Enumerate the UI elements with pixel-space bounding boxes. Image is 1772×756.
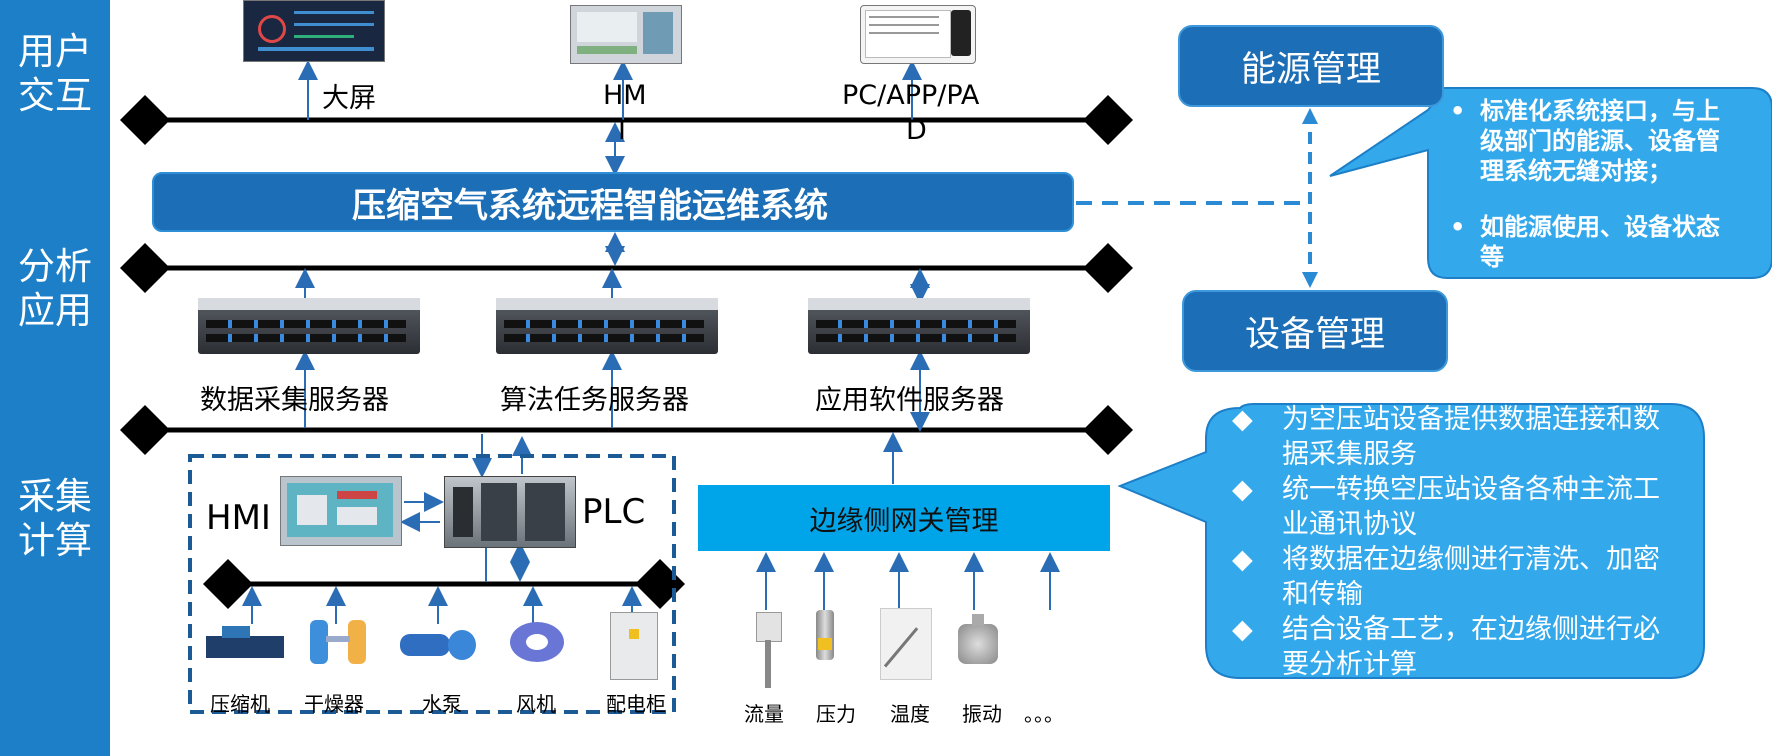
left-layer-band: 用户交互 分析应用 采集计算: [0, 0, 110, 756]
pc-app-pad-label-cont: D: [906, 115, 927, 146]
equipment-label-cabinet: 配电柜: [606, 692, 666, 716]
data-collection-server-image: [198, 298, 420, 354]
layer-label-collection-computing: 采集计算: [18, 475, 92, 562]
bottom-bubble-content: ◆ 为空压站设备提供数据连接和数据采集服务 ◆ 统一转换空压站设备各种主流工业通…: [1232, 402, 1672, 682]
diamond-bullet-icon: ◆: [1232, 404, 1253, 435]
hmi-screen-image: [280, 476, 402, 546]
diamond-bullet-icon: ◆: [1232, 474, 1253, 505]
top-bubble-bullet-text: 标准化系统接口，与上级部门的能源、设备管理系统无缝对接；: [1480, 97, 1720, 185]
plc-label: PLC: [582, 492, 646, 532]
edge-gateway-box: 边缘侧网关管理: [698, 485, 1110, 551]
local-control-frame: [188, 454, 676, 714]
sensor-label-temperature: 温度: [890, 702, 930, 726]
remote-ops-system-title: 压缩空气系统远程智能运维系统: [352, 185, 828, 226]
hmi-top-label-cont: I: [618, 115, 626, 146]
equipment-label-dryer: 干燥器: [304, 692, 364, 716]
device-management-label: 设备管理: [1244, 314, 1385, 355]
big-screen-image: [243, 0, 385, 62]
distribution-cabinet-icon: [610, 612, 658, 680]
remote-ops-system-box: 压缩空气系统远程智能运维系统: [152, 172, 1074, 232]
diamond-bullet-icon: ◆: [1232, 614, 1253, 645]
bottom-bubble-bullet: ◆ 将数据在边缘侧进行清洗、加密和传输: [1232, 542, 1672, 612]
data-collection-server-label: 数据采集服务器: [200, 385, 389, 416]
top-bubble-content: • 标准化系统接口，与上级部门的能源、设备管理系统无缝对接； • 如能源使用、设…: [1450, 96, 1740, 272]
edge-gateway-label: 边缘侧网关管理: [809, 505, 999, 537]
algorithm-task-server-label: 算法任务服务器: [500, 385, 689, 416]
application-software-server-label: 应用软件服务器: [815, 385, 1004, 416]
layer-label-user-interaction: 用户交互: [18, 30, 92, 117]
dryer-icon: [306, 616, 372, 668]
hmi-top-label: HM: [603, 80, 647, 111]
bottom-bubble-bullet-text: 结合设备工艺，在边缘侧进行必要分析计算: [1282, 614, 1660, 680]
hmi-panel-image: [570, 5, 682, 64]
bottom-bubble-bullet: ◆ 统一转换空压站设备各种主流工业通讯协议: [1232, 472, 1672, 542]
pressure-sensor-icon: [812, 610, 838, 686]
device-management-box: 设备管理: [1182, 290, 1448, 372]
fan-icon: [506, 620, 570, 666]
flow-sensor-icon: [754, 612, 782, 690]
sensor-label-vibration: 振动: [962, 702, 1002, 726]
hmi-label: HMI: [206, 498, 271, 538]
plc-image: [444, 476, 576, 548]
bottom-bubble-bullet-text: 将数据在边缘侧进行清洗、加密和传输: [1282, 544, 1660, 610]
layer-label-analysis-application: 分析应用: [18, 245, 92, 332]
energy-management-box: 能源管理: [1178, 25, 1444, 107]
equipment-label-compressor: 压缩机: [210, 692, 270, 716]
top-bubble-bullet: • 标准化系统接口，与上级部门的能源、设备管理系统无缝对接；: [1450, 96, 1740, 186]
big-screen-label: 大屏: [322, 83, 376, 114]
bottom-speech-bubble: [1117, 403, 1705, 679]
water-pump-icon: [400, 628, 480, 662]
pc-app-pad-label: PC/APP/PA: [842, 80, 980, 111]
bottom-bubble-bullet: ◆ 为空压站设备提供数据连接和数据采集服务: [1232, 402, 1672, 472]
application-software-server-image: [808, 298, 1030, 354]
energy-management-label: 能源管理: [1240, 49, 1381, 90]
compressor-icon: [206, 626, 284, 666]
top-bubble-bullet-text: 如能源使用、设备状态等: [1480, 213, 1720, 271]
sensor-label-flow: 流量: [744, 702, 784, 726]
top-bubble-bullet: • 如能源使用、设备状态等: [1450, 212, 1740, 272]
bottom-bubble-bullet-text: 统一转换空压站设备各种主流工业通讯协议: [1282, 474, 1660, 540]
sensor-label-pressure: 压力: [816, 702, 856, 726]
algorithm-task-server-image: [496, 298, 718, 354]
pc-app-pad-image: [860, 5, 976, 64]
bottom-bubble-bullet-text: 为空压站设备提供数据连接和数据采集服务: [1282, 404, 1660, 470]
bullet-dot-icon: •: [1450, 213, 1466, 241]
temperature-sensor-icon: [880, 608, 932, 680]
equipment-label-water-pump: 水泵: [422, 692, 462, 716]
bottom-bubble-bullet: ◆ 结合设备工艺，在边缘侧进行必要分析计算: [1232, 612, 1672, 682]
equipment-label-fan: 风机: [516, 692, 556, 716]
vibration-sensor-icon: [956, 614, 1000, 672]
sensor-label-more: 。。。: [1024, 702, 1064, 726]
diamond-bullet-icon: ◆: [1232, 544, 1253, 575]
bullet-dot-icon: •: [1450, 97, 1466, 125]
